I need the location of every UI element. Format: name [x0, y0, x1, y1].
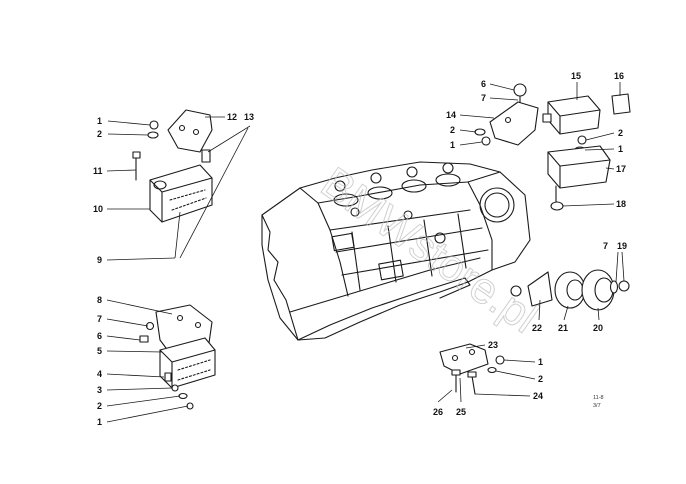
callout-1: 1: [97, 116, 102, 126]
left-lower-mount-assembly: [139, 304, 216, 410]
callout-2: 2: [97, 401, 102, 411]
callout-2: 2: [538, 374, 543, 384]
callout-17: 17: [616, 164, 626, 174]
callout-1: 1: [618, 144, 623, 154]
callout-10: 10: [93, 204, 103, 214]
callout-3: 3: [97, 385, 102, 395]
right-rubber-mount-assembly: [510, 269, 630, 311]
left-engine-mount-assembly: [132, 109, 213, 223]
callout-1: 1: [538, 357, 543, 367]
callout-7: 7: [481, 93, 486, 103]
callout-21: 21: [558, 323, 568, 333]
leader-lines: [106, 82, 625, 423]
callout-22: 22: [532, 323, 542, 333]
callout-20: 20: [593, 323, 603, 333]
engine-block: [261, 161, 531, 341]
callout-8: 8: [97, 295, 102, 305]
callout-16: 16: [614, 71, 624, 81]
callout-9: 9: [97, 255, 102, 265]
callout-6: 6: [481, 79, 486, 89]
callout-2: 2: [618, 128, 623, 138]
callout-6: 6: [97, 331, 102, 341]
callout-4: 4: [97, 369, 102, 379]
callout-13: 13: [244, 112, 254, 122]
callout-26: 26: [433, 407, 443, 417]
callout-14: 14: [446, 110, 456, 120]
callout-18: 18: [616, 199, 626, 209]
right-engine-mount-assembly: [474, 83, 631, 211]
callout-25: 25: [456, 407, 466, 417]
drawing-code-bottom: 3/7: [593, 403, 601, 409]
callout-7: 7: [603, 241, 608, 251]
callout-24: 24: [533, 391, 543, 401]
callout-19: 19: [617, 241, 627, 251]
lower-bracket-assembly: [439, 343, 505, 395]
callout-labels: 1 2 12 13 11 10 9 8 7 6 5 4 3 2 1 6 7 14…: [93, 71, 627, 427]
drawing-code-top: 11-8: [593, 395, 604, 401]
callout-7: 7: [97, 314, 102, 324]
callout-11: 11: [93, 166, 103, 176]
callout-1: 1: [450, 140, 455, 150]
callout-5: 5: [97, 346, 102, 356]
callout-2: 2: [97, 129, 102, 139]
callout-23: 23: [488, 340, 498, 350]
callout-15: 15: [571, 71, 581, 81]
callout-12: 12: [227, 112, 237, 122]
callout-1: 1: [97, 417, 102, 427]
callout-2: 2: [450, 125, 455, 135]
